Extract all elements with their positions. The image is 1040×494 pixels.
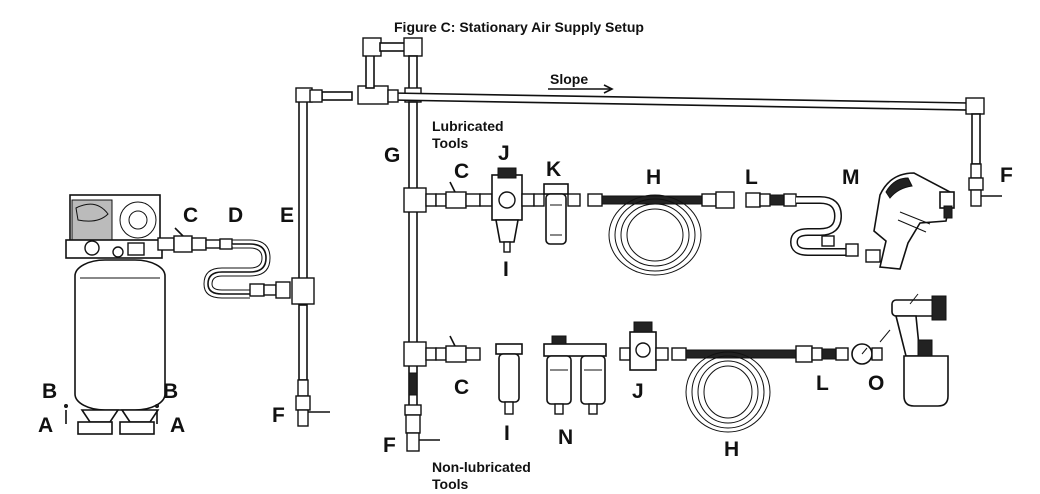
slope-label: Slope (550, 71, 588, 87)
slope-arrow (548, 84, 614, 94)
lubricated-label-line2: Tools (432, 135, 469, 151)
label-e: E (280, 204, 294, 227)
label-n: N (558, 426, 573, 449)
label-i-upper: I (503, 258, 509, 281)
non-lubricated-label-line1: Non-lubricated (432, 459, 531, 475)
label-g: G (384, 144, 400, 167)
label-c-compressor: C (183, 204, 198, 227)
lubricated-branch (403, 167, 859, 276)
isolation-pads (64, 404, 159, 424)
label-f-left: F (272, 404, 285, 427)
lubricated-label-line1: Lubricated (432, 118, 504, 134)
label-k: K (546, 158, 561, 181)
label-j-upper: J (498, 142, 510, 165)
label-f-bottom: F (383, 434, 396, 457)
label-b-left: B (42, 380, 57, 403)
label-b-right: B (163, 380, 178, 403)
spray-gun-icon (879, 293, 949, 407)
label-j-lower: J (632, 380, 644, 403)
non-lubricated-branch (403, 321, 883, 433)
flexible-hose-d (203, 239, 315, 305)
label-m: M (842, 166, 860, 189)
label-d: D (228, 204, 243, 227)
label-h-upper: H (646, 166, 661, 189)
main-piping (295, 37, 1002, 452)
air-compressor (65, 194, 233, 435)
label-l-upper: L (745, 166, 758, 189)
label-o: O (868, 372, 884, 395)
label-l-lower: L (816, 372, 829, 395)
impact-wrench-icon (865, 172, 955, 270)
label-c-upper: C (454, 160, 469, 183)
label-c-lower: C (454, 376, 469, 399)
label-a-left: A (38, 414, 53, 437)
non-lubricated-label-line2: Tools (432, 476, 469, 492)
label-a-right: A (170, 414, 185, 437)
label-i-lower: I (504, 422, 510, 445)
label-h-lower: H (724, 438, 739, 461)
label-f-right: F (1000, 164, 1013, 187)
figure-title: Figure C: Stationary Air Supply Setup (394, 19, 644, 35)
